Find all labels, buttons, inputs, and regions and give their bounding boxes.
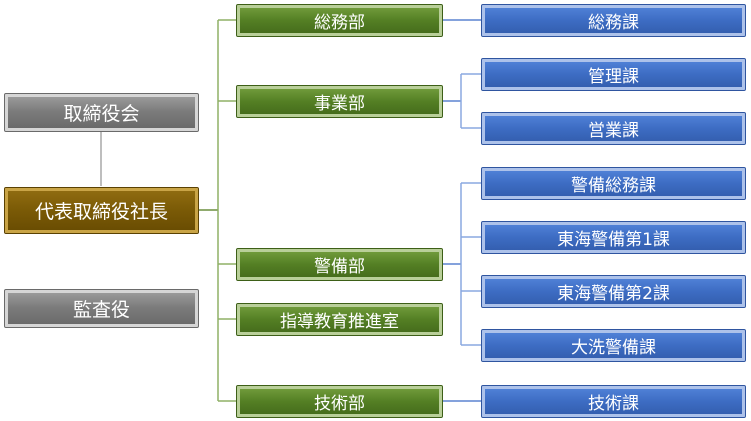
section-gijutsuka-box: 技術課 [481,385,746,418]
president-box: 代表取締役社長 [4,187,199,234]
section-kanrika-box: 管理課 [481,58,746,91]
department-somubu-box: 総務部 [236,4,443,37]
section-somuka-box: 総務課 [481,4,746,37]
section-tokai1-box: 東海警備第1課 [481,221,746,254]
department-jigyobu-box: 事業部 [236,85,443,118]
department-keibibu-box: 警備部 [236,248,443,281]
auditor-box: 監査役 [4,289,199,328]
department-gijutsubu-box: 技術部 [236,385,443,418]
department-shido-box: 指導教育推進室 [236,303,443,336]
section-keibisomuka-box: 警備総務課 [481,167,746,200]
board-of-directors-box: 取締役会 [4,93,199,132]
section-eigyoka-box: 営業課 [481,112,746,145]
section-tokai2-box: 東海警備第2課 [481,275,746,308]
section-oarai-box: 大洗警備課 [481,329,746,362]
